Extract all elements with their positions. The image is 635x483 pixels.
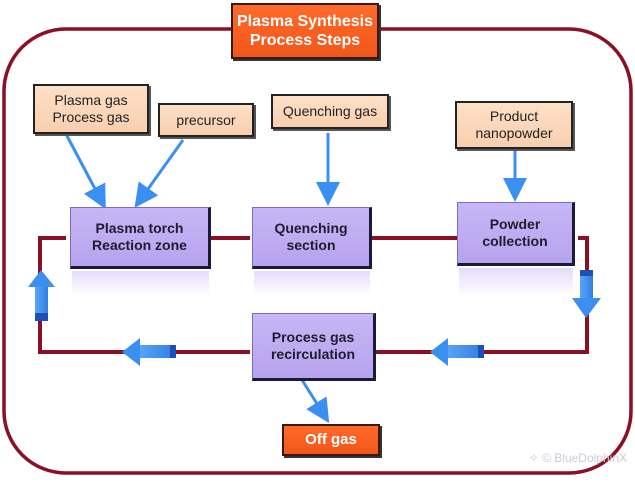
input-plasma-gas-line-2: Process gas bbox=[52, 109, 130, 125]
block-arrow-left-bottom-2 bbox=[430, 338, 484, 366]
input-plasma-gas: Plasma gas Process gas bbox=[33, 84, 149, 134]
output-off-gas-label: Off gas bbox=[305, 431, 357, 448]
step-plasma-torch-reflection bbox=[72, 271, 209, 295]
feed-arrow-plasma-gas bbox=[64, 133, 106, 210]
watermark: ✧ © BlueDolphinX bbox=[528, 451, 627, 465]
block-arrow-down-right bbox=[572, 270, 601, 318]
step-quenching-reflection bbox=[254, 271, 370, 295]
output-off-gas: Off gas bbox=[282, 424, 380, 456]
input-plasma-gas-line-1: Plasma gas bbox=[54, 92, 128, 109]
title-line-1: Plasma Synthesis bbox=[236, 12, 374, 30]
feed-arrows bbox=[64, 133, 527, 424]
step-recirculation-line-2: recirculation bbox=[270, 346, 356, 362]
input-quenching-gas: Quenching gas bbox=[271, 94, 389, 129]
step-plasma-torch: Plasma torch Reaction zone bbox=[70, 207, 211, 269]
step-quenching-line-2: section bbox=[286, 237, 336, 253]
title-box: Plasma Synthesis Process Steps bbox=[231, 3, 379, 59]
feed-arrow-precursor bbox=[134, 139, 185, 208]
output-product-nanopowder: Product nanopowder bbox=[455, 101, 573, 149]
step-powder-reflection bbox=[459, 268, 573, 296]
title-line-2: Process Steps bbox=[249, 32, 361, 49]
step-plasma-torch-line-1: Plasma torch bbox=[95, 220, 184, 237]
input-precursor: precursor bbox=[158, 103, 254, 137]
step-quenching-section: Quenching section bbox=[252, 207, 372, 269]
step-process-gas-recirculation: Process gas recirculation bbox=[252, 313, 376, 381]
block-arrow-left-bottom-1 bbox=[122, 338, 176, 366]
step-quenching-line-1: Quenching bbox=[274, 220, 348, 237]
input-quenching-gas-label: Quenching gas bbox=[282, 103, 378, 120]
product-line-1: Product bbox=[489, 108, 539, 125]
step-powder-line-2: collection bbox=[482, 233, 548, 249]
step-powder-collection: Powder collection bbox=[457, 202, 575, 266]
block-arrow-up-left bbox=[28, 270, 55, 321]
step-recirculation-line-1: Process gas bbox=[271, 329, 355, 346]
product-line-2: nanopowder bbox=[475, 125, 553, 141]
input-precursor-label: precursor bbox=[176, 111, 236, 128]
step-powder-line-1: Powder bbox=[489, 216, 541, 233]
step-plasma-torch-line-2: Reaction zone bbox=[92, 237, 187, 253]
